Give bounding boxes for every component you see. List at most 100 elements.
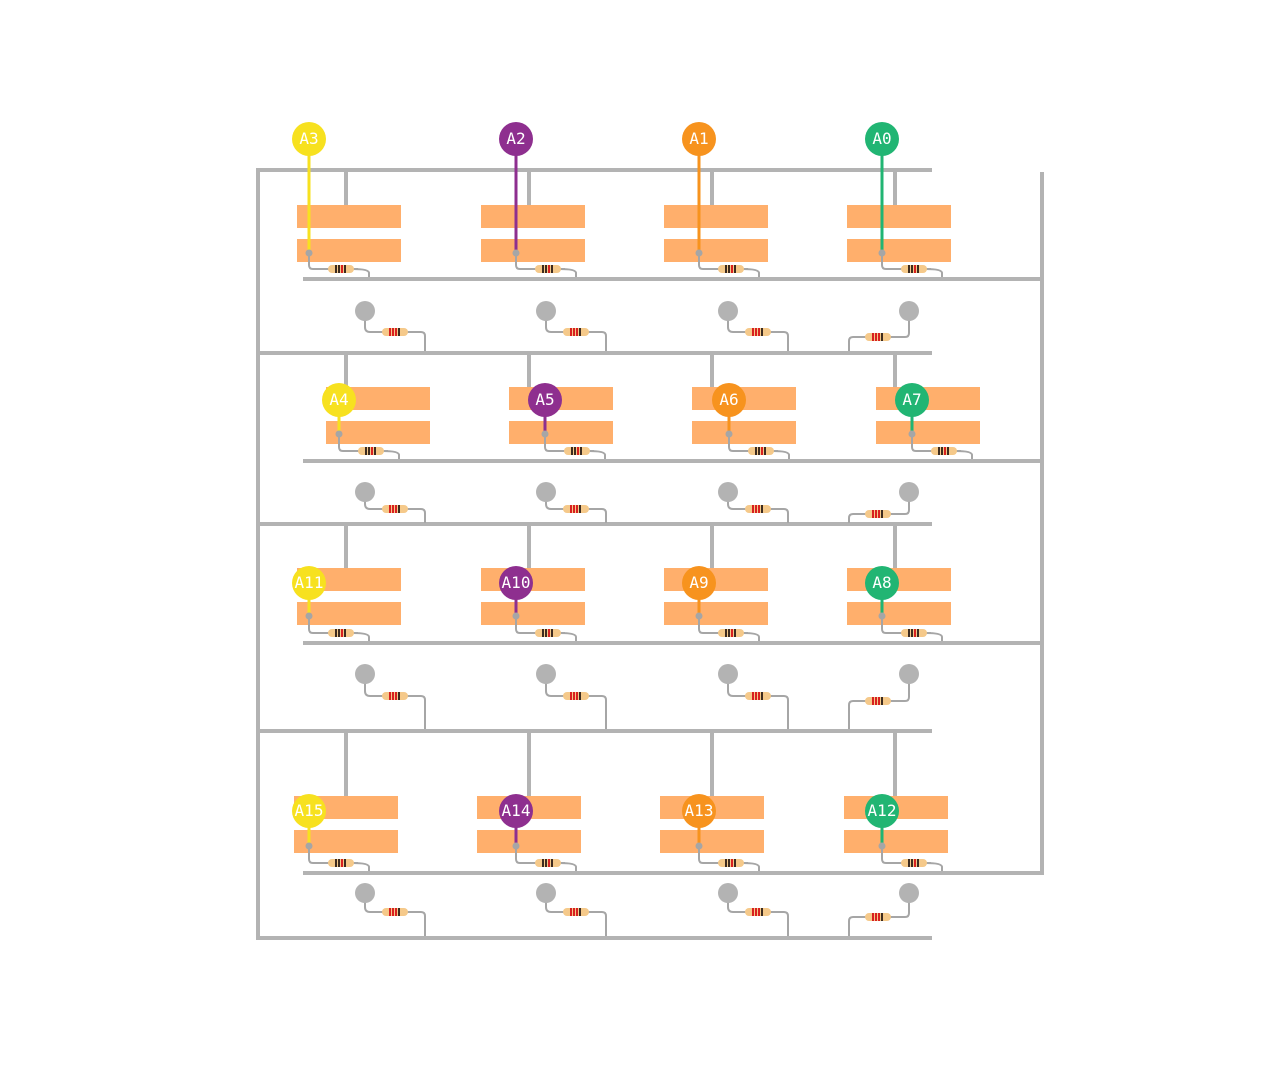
pin-dot — [878, 612, 886, 620]
sensor-row-3: A11 A10 A9 A8 — [292, 526, 951, 729]
channel-marker — [712, 383, 746, 417]
bias-node — [536, 482, 556, 502]
bias-node — [536, 301, 556, 321]
channel-marker — [865, 122, 899, 156]
bias-node — [536, 664, 556, 684]
resistor-band — [725, 265, 727, 273]
resistor — [744, 447, 778, 455]
bus-rails — [256, 168, 1044, 940]
resistor-band — [392, 328, 394, 336]
resistor-band — [368, 447, 370, 455]
bias-resistor — [861, 333, 895, 341]
resistor-band — [574, 447, 576, 455]
sensor-pad-bottom — [294, 830, 398, 853]
channel-marker — [292, 566, 326, 600]
bias-resistor — [559, 908, 593, 916]
bias-wire — [848, 311, 910, 351]
channel-marker — [322, 383, 356, 417]
resistor-band — [335, 859, 337, 867]
resistor-band — [576, 692, 578, 700]
sensor-pad-bottom — [664, 602, 768, 625]
channel-marker — [682, 122, 716, 156]
resistor-band — [911, 629, 913, 637]
bias-resistor — [378, 328, 412, 336]
resistor-band — [734, 859, 736, 867]
pin-dot — [695, 842, 703, 850]
resistor-band — [570, 328, 572, 336]
bias-resistor — [741, 692, 775, 700]
resistor-band — [389, 908, 391, 916]
channel-label: A7 — [902, 390, 921, 409]
resistor-band — [344, 859, 346, 867]
resistor-band — [335, 629, 337, 637]
resistor — [531, 265, 565, 273]
channel-marker — [682, 794, 716, 828]
resistor-band — [392, 505, 394, 513]
channel-label: A9 — [689, 573, 708, 592]
resistor-band — [731, 265, 733, 273]
channel-label: A11 — [295, 573, 324, 592]
sensor-cell: A6 — [692, 355, 796, 523]
resistor — [354, 447, 388, 455]
resistor — [324, 265, 358, 273]
resistor-band — [752, 692, 754, 700]
resistor-band — [551, 265, 553, 273]
resistor-band — [542, 265, 544, 273]
resistor-band — [341, 859, 343, 867]
sensor-pad-top — [664, 568, 768, 591]
resistor — [897, 859, 931, 867]
resistor-band — [758, 447, 760, 455]
resistor-band — [395, 505, 397, 513]
bias-node — [718, 664, 738, 684]
resistor-band — [914, 629, 916, 637]
resistor-band — [761, 328, 763, 336]
bias-resistor — [861, 913, 895, 921]
sensor-cell: A5 — [509, 355, 613, 523]
resistor-band — [570, 692, 572, 700]
resistor-band — [914, 265, 916, 273]
channel-marker — [865, 794, 899, 828]
sensor-cell: A9 — [664, 526, 789, 729]
bias-node — [718, 883, 738, 903]
pin-dot — [305, 612, 313, 620]
sensor-cell: A8 — [847, 526, 951, 729]
channel-marker — [292, 122, 326, 156]
bias-wire — [364, 674, 426, 729]
bias-resistor — [861, 510, 895, 518]
resistor-band — [872, 510, 874, 518]
resistor-band — [542, 859, 544, 867]
bias-resistor — [861, 697, 895, 705]
resistor-band — [548, 265, 550, 273]
resistor-band — [917, 859, 919, 867]
sensor-pad-bottom — [847, 602, 951, 625]
channel-marker — [865, 566, 899, 600]
resistor-band — [872, 913, 874, 921]
resistor-band — [573, 908, 575, 916]
resistor-band — [875, 697, 877, 705]
pin-dot — [725, 430, 733, 438]
bias-node — [355, 883, 375, 903]
resistor-band — [752, 908, 754, 916]
resistor-band — [570, 908, 572, 916]
sensor-pad-bottom — [297, 602, 401, 625]
resistor-band — [365, 447, 367, 455]
channel-marker — [895, 383, 929, 417]
resistor-band — [752, 505, 754, 513]
resistor-band — [875, 333, 877, 341]
resistor — [560, 447, 594, 455]
pin-dot — [878, 842, 886, 850]
resistor-band — [881, 697, 883, 705]
resistor-band — [728, 859, 730, 867]
resistor-band — [374, 447, 376, 455]
resistor-band — [398, 908, 400, 916]
resistor-band — [579, 908, 581, 916]
channel-label: A10 — [502, 573, 531, 592]
channel-label: A2 — [506, 129, 525, 148]
sensor-cell: A7 — [848, 355, 980, 523]
resistor-band — [914, 859, 916, 867]
resistor-band — [908, 629, 910, 637]
resistor-band — [944, 447, 946, 455]
